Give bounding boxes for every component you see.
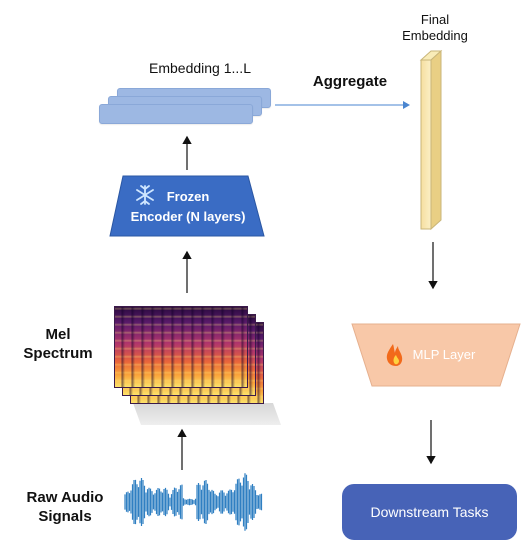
- mel-spectrum-label-line2: Spectrum: [23, 345, 93, 362]
- final-embedding-label: Final Embedding: [385, 12, 485, 44]
- mlp-layer-block: [351, 323, 521, 387]
- aggregate-label: Aggregate: [312, 73, 388, 90]
- raw-audio-label-line1: Raw Audio: [26, 489, 104, 506]
- snowflake-icon: [136, 185, 154, 205]
- final-embedding-label-line2: Embedding: [402, 28, 468, 43]
- mel-spectrum-label: Mel Spectrum: [18, 325, 98, 363]
- embedding-bar-front: [99, 104, 253, 124]
- fire-icon: [386, 344, 403, 366]
- audio-waveform: [124, 473, 263, 531]
- raw-audio-label: Raw Audio Signals: [10, 488, 120, 526]
- downstream-tasks-label: Downstream Tasks: [370, 504, 489, 520]
- encoder-label-line2: Encoder (N layers): [131, 209, 246, 224]
- mel-spectrum-label-line1: Mel: [45, 326, 71, 343]
- final-embedding-bar: [419, 49, 443, 231]
- downstream-tasks-box: Downstream Tasks: [342, 484, 517, 540]
- spectrogram-front: [114, 306, 248, 388]
- final-embedding-label-line1: Final: [420, 12, 450, 27]
- embedding-stack-label: Embedding 1...L: [149, 60, 251, 76]
- frozen-encoder-block: [109, 175, 265, 237]
- raw-audio-label-line2: Signals: [38, 508, 92, 525]
- encoder-label-line1: Frozen: [167, 189, 210, 204]
- waveform-path: [124, 473, 263, 531]
- mlp-label: MLP Layer: [413, 347, 476, 362]
